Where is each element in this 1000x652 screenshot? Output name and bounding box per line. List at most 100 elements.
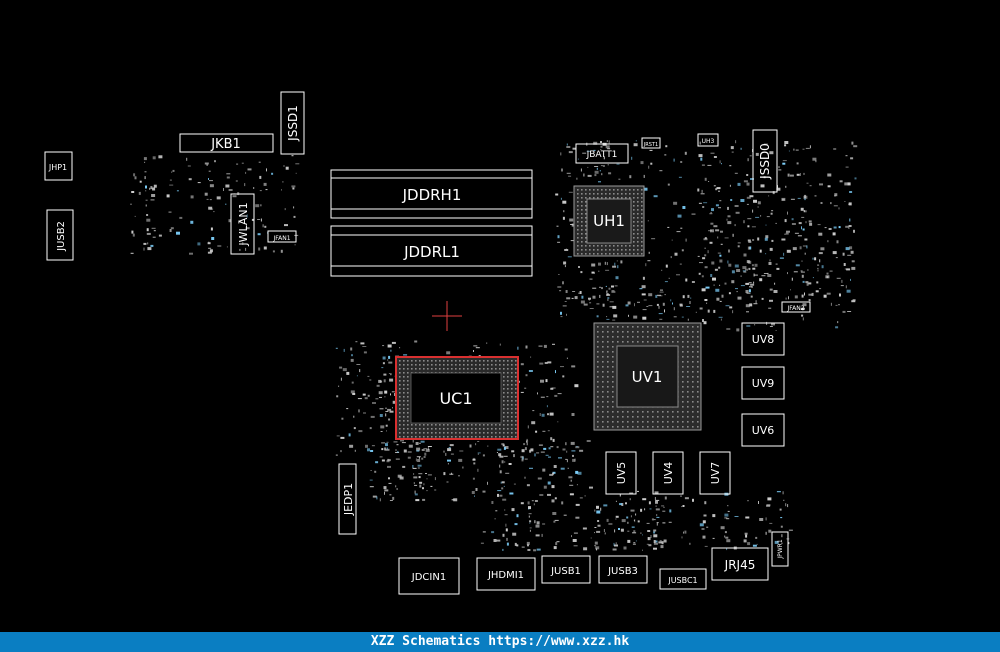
smd-component: [850, 250, 854, 254]
smd-component: [583, 173, 585, 177]
bga-ball: [407, 392, 409, 394]
smd-component: [747, 158, 749, 162]
smd-component: [646, 522, 650, 524]
smd-component: [372, 402, 376, 404]
slot-jddrl1[interactable]: JDDRL1: [330, 225, 533, 277]
smd-component: [845, 225, 850, 228]
smd-component: [204, 162, 209, 165]
bga-ball: [577, 189, 579, 191]
connector-jfan1[interactable]: JFAN1: [267, 230, 297, 243]
smd-component: [422, 487, 424, 490]
smd-component: [572, 147, 576, 150]
smd-component: [791, 218, 794, 221]
smd-component: [423, 483, 425, 486]
smd-component: [381, 367, 384, 369]
chip-uc1[interactable]: UC1: [395, 356, 519, 440]
smd-component: [607, 294, 608, 296]
bga-ball: [507, 376, 509, 378]
smd-component: [703, 321, 707, 325]
smd-component: [428, 447, 429, 451]
chip-uh3[interactable]: UH3: [697, 133, 719, 147]
connector-jfan2[interactable]: JFAN2: [781, 301, 811, 313]
smd-component: [583, 547, 588, 551]
smd-component: [608, 287, 611, 290]
smd-component: [699, 141, 701, 145]
connector-jhdmi1[interactable]: JHDMI1: [476, 557, 536, 591]
smd-component: [588, 297, 591, 300]
connector-jbatt1[interactable]: JBATT1: [575, 143, 629, 164]
bga-ball: [511, 372, 513, 374]
bga-ball: [602, 371, 604, 373]
bga-ball: [682, 421, 684, 423]
smd-component: [389, 494, 392, 496]
connector-jpwr1[interactable]: JPWR1: [771, 531, 789, 567]
smd-component: [801, 260, 803, 262]
bga-ball: [431, 428, 433, 430]
smd-component: [360, 342, 365, 345]
smd-component: [583, 303, 588, 306]
bga-ball: [515, 400, 517, 402]
chip-uv1[interactable]: UV1: [593, 322, 702, 431]
connector-jdcin1[interactable]: JDCIN1: [398, 557, 460, 595]
bga-ball: [597, 189, 599, 191]
bga-ball: [435, 428, 437, 430]
smd-component: [667, 183, 670, 186]
smd-component: [131, 191, 135, 193]
chip-uv4[interactable]: UV4: [652, 451, 684, 495]
smd-component: [662, 522, 666, 524]
connector-jrj45[interactable]: JRJ45: [711, 547, 769, 581]
bga-ball: [697, 351, 699, 353]
connector-jusb1[interactable]: JUSB1: [541, 555, 591, 584]
bga-ball: [657, 331, 659, 333]
connector-jusb2[interactable]: JUSB2: [46, 209, 74, 261]
bga-ball: [471, 368, 473, 370]
smd-component: [434, 489, 437, 491]
smd-component: [534, 520, 536, 524]
slot-jddrh1[interactable]: JDDRH1: [330, 169, 533, 219]
smd-component: [599, 286, 601, 288]
smd-component: [574, 296, 578, 300]
smd-component: [769, 259, 771, 262]
chip-uh1[interactable]: UH1: [573, 185, 645, 257]
bga-ball: [507, 388, 509, 390]
smd-component: [816, 281, 819, 284]
connector-jusbc1[interactable]: JUSBC1: [659, 568, 707, 590]
chip-uv6[interactable]: UV6: [741, 413, 785, 447]
smd-component: [391, 341, 396, 344]
smd-component: [423, 456, 426, 458]
bga-ball: [641, 189, 643, 191]
chip-uv9[interactable]: UV9: [741, 366, 785, 400]
chip-uv7[interactable]: UV7: [699, 451, 731, 495]
connector-jwlan1[interactable]: JWLAN1: [230, 193, 255, 255]
connector-jusb3[interactable]: JUSB3: [598, 555, 648, 584]
connector-jssd0[interactable]: JSSD0: [752, 129, 778, 193]
smd-component: [594, 174, 597, 177]
bga-ball: [475, 424, 477, 426]
bga-ball: [399, 428, 401, 430]
bga-ball: [602, 366, 604, 368]
smd-component: [179, 216, 183, 219]
smd-component: [225, 203, 227, 205]
smd-component: [571, 413, 575, 416]
bga-ball: [667, 426, 669, 428]
smd-component: [399, 476, 404, 480]
connector-jedp1[interactable]: JEDP1: [338, 463, 357, 535]
bga-ball: [407, 376, 409, 378]
smd-component: [381, 459, 385, 462]
smd-component: [642, 316, 647, 320]
bga-ball: [687, 406, 689, 408]
smd-component: [748, 267, 751, 270]
bga-ball: [637, 229, 639, 231]
chip-uv5[interactable]: UV5: [605, 451, 637, 495]
bga-ball: [403, 404, 405, 406]
bga-ball: [593, 193, 595, 195]
connector-jssd1[interactable]: JSSD1: [280, 91, 305, 155]
smd-component: [384, 489, 389, 492]
connector-jkb1[interactable]: JKB1: [179, 133, 274, 153]
bga-ball: [633, 205, 635, 207]
smd-component: [354, 449, 356, 452]
smd-component: [266, 168, 267, 172]
connector-jrst1[interactable]: JRST1: [641, 137, 661, 149]
chip-uv8[interactable]: UV8: [741, 322, 785, 356]
connector-jhp1[interactable]: JHP1: [44, 151, 73, 181]
